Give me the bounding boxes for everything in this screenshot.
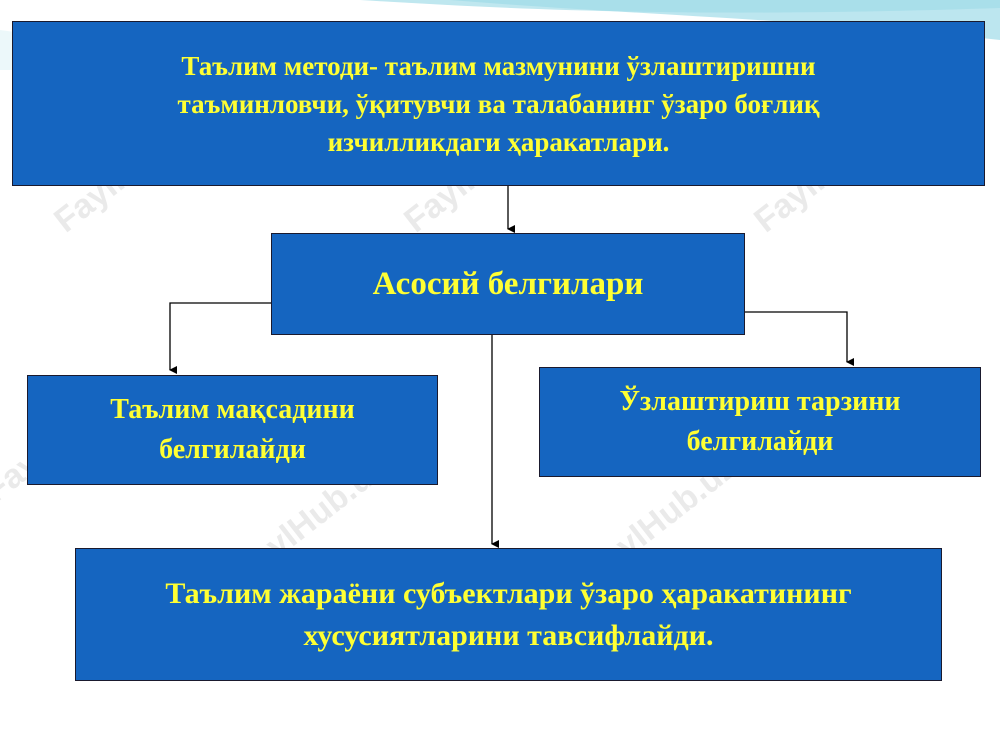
goal-box: Таълим мақсадини белгилайди bbox=[27, 375, 438, 485]
interaction-line: Таълим жараёни субъектлари ўзаро ҳаракат… bbox=[165, 576, 852, 610]
interaction-box: Таълим жараёни субъектлари ўзаро ҳаракат… bbox=[75, 548, 942, 681]
mastery-line: Ўзлаштириш тарзини bbox=[619, 386, 901, 417]
interaction-line: хусусиятларини тавсифлайди. bbox=[303, 618, 714, 652]
goal-line: белгилайди bbox=[159, 434, 306, 465]
mastery-line: белгилайди bbox=[686, 426, 834, 457]
main-features-box: Асосий белгилари bbox=[271, 233, 745, 335]
definition-line: изчилликдаги ҳаракатлари. bbox=[327, 126, 670, 157]
definition-box: Таълим методи- таълим мазмунини ўзлаштир… bbox=[12, 21, 985, 186]
main-features-label: Асосий белгилари bbox=[372, 265, 644, 302]
definition-line: таъминловчи, ўқитувчи ва талабанинг ўзар… bbox=[177, 88, 820, 119]
definition-line: Таълим методи- таълим мазмунини ўзлаштир… bbox=[181, 50, 816, 81]
goal-line: Таълим мақсадини bbox=[110, 394, 355, 425]
mastery-box: Ўзлаштириш тарзини белгилайди bbox=[539, 367, 981, 477]
